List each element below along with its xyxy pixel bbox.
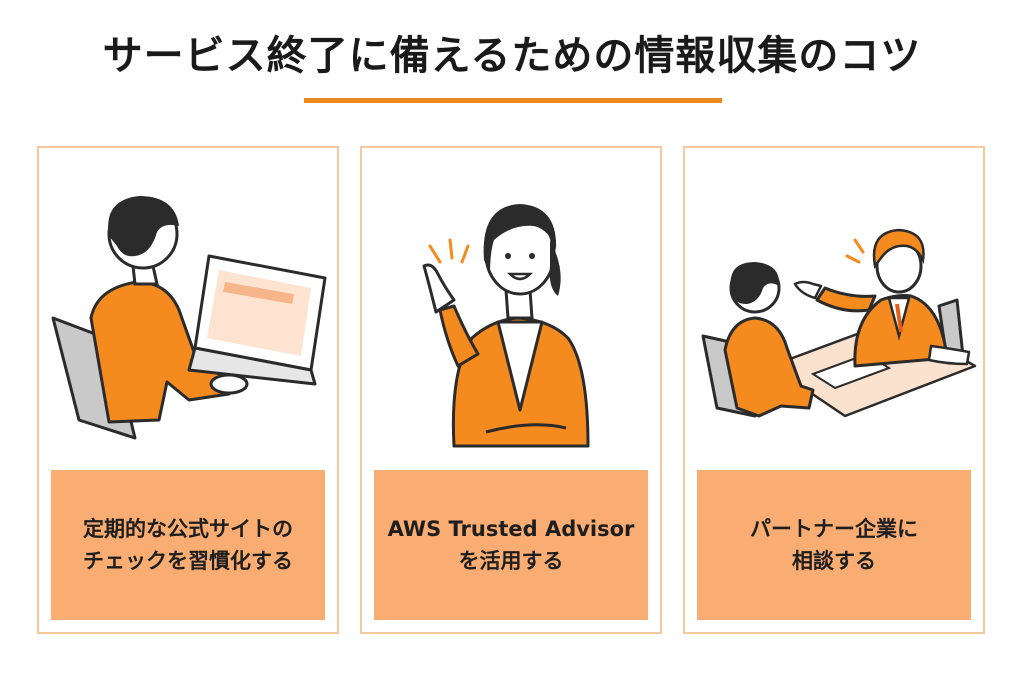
tip-label-line-1: AWS Trusted Advisor [387,517,635,541]
page-title: サービス終了に備えるための情報収集のコツ [102,33,922,79]
woman-pointing-idea-icon [422,204,590,448]
person-using-laptop-icon [51,196,327,440]
tip-label-line-2: 相談する [792,549,876,573]
tip-label-line-1: 定期的な公式サイトの [83,517,293,541]
title-underline [304,98,722,103]
business-consultation-icon [701,228,977,418]
tip-card-official-site: 定期的な公式サイトの チェックを習慣化する [37,146,339,634]
tip-card-partner: パートナー企業に 相談する [683,146,985,634]
tip-label-line-1: パートナー企業に [750,517,918,541]
tip-label: AWS Trusted Advisor を活用する [374,470,648,620]
tip-label: 定期的な公式サイトの チェックを習慣化する [51,470,325,620]
tip-label-line-2: を活用する [458,549,564,573]
tip-label-line-2: チェックを習慣化する [83,549,293,573]
tip-label: パートナー企業に 相談する [697,470,971,620]
tip-card-trusted-advisor: AWS Trusted Advisor を活用する [360,146,662,634]
